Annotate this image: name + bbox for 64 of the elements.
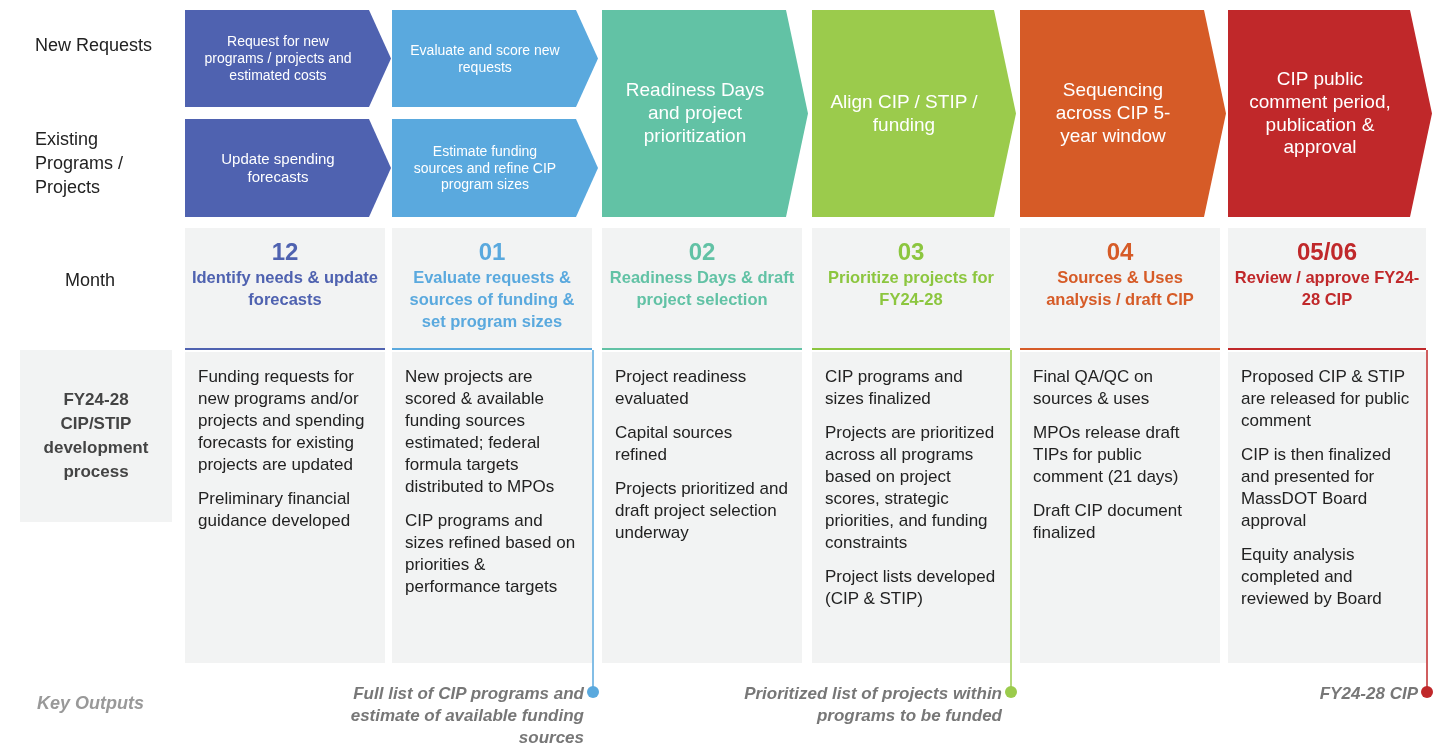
step-card [1228,352,1426,663]
step-text: Evaluate and score new requests [409,41,561,76]
output-text: FY24-28 CIP [1218,683,1418,705]
month-number: 04 [1105,238,1135,266]
step-text: Request for new programs / projects and estimated costs [203,33,353,84]
step-text: Readiness Days and project prioritization [624,79,766,148]
body-text: Equity analysis completed and reviewed by Board [1241,544,1383,610]
month-number: 12 [270,238,300,266]
body-text: CIP programs and sizes refined based on priorities & performance targets [405,510,577,598]
body-text: Draft CIP document finalized [1033,500,1183,544]
row-label: New Requests [35,34,154,57]
body-text: Project readiness evaluated [615,366,748,410]
process-label: FY24-28 CIP/STIP development process [20,350,172,522]
month-card [602,228,802,350]
month-card [1020,228,1220,350]
step-card [812,352,1010,663]
month-number: 03 [896,238,926,266]
body-text: Project lists developed (CIP & STIP) [825,566,996,610]
leader-line [1005,349,1017,698]
body-text: Capital sources refined [615,422,734,466]
process-step [602,10,808,217]
body-text: Funding requests for new programs and/or projects and spending forecasts for existing projects are updated [198,366,366,476]
body-text: Preliminary financial guidance developed [198,488,352,532]
row-label: Existing Programs / Projects [35,128,125,199]
process-step [1020,10,1226,217]
row-label: Key Outputs [37,692,145,715]
process-step [1228,10,1432,217]
month-card [185,228,385,350]
body-text: Proposed CIP & STIP are released for public comment [1241,366,1411,432]
leader-line [1421,349,1433,698]
month-number: 01 [477,238,507,266]
month-heading: Readiness Days & draft project selection [608,267,796,310]
step-text: Estimate funding sources and refine CIP program sizes [412,142,558,194]
month-card [1228,228,1426,350]
body-text: Projects prioritized and draft project selection underway [615,478,788,544]
month-heading: Sources & Uses analysis / draft CIP [1045,267,1195,310]
step-text: CIP public comment period, publication & approval [1248,67,1392,160]
step-text: Align CIP / STIP / funding [829,90,979,137]
step-text: Sequencing across CIP 5-year window [1054,79,1172,148]
month-heading: Identify needs & update forecasts [190,267,380,310]
body-text: CIP is then finalized and presented for MassDOT Board approval [1241,444,1392,532]
row-label: Month [65,269,117,292]
month-card [812,228,1010,350]
body-text: CIP programs and sizes finalized [825,366,964,410]
leader-line [587,349,599,698]
month-number: 02 [687,238,717,266]
process-step [392,119,598,217]
month-number: 05/06 [1295,238,1359,266]
month-heading: Review / approve FY24-28 CIP [1233,267,1421,310]
month-heading: Prioritize projects for FY24-28 [827,267,995,310]
step-card [392,352,592,663]
process-step [392,10,598,107]
step-text: Update spending forecasts [220,150,336,186]
output-text: Full list of CIP programs and estimate of available funding sources [298,683,584,744]
body-text: Final QA/QC on sources & uses [1033,366,1154,410]
body-text: New projects are scored & available funding sources estimated; federal formula targets distributed to MPOs [405,366,556,498]
month-card [392,228,592,350]
process-step [185,10,391,107]
process-step [185,119,391,217]
output-text: Prioritized list of projects within programs to be funded [719,683,1002,727]
month-heading: Evaluate requests & sources of funding & set program sizes [408,267,576,332]
body-text: Projects are prioritized across all programs based on project scores, strategic priorities, and funding constraints [825,422,996,554]
process-step [812,10,1016,217]
body-text: MPOs release draft TIPs for public comment (21 days) [1033,422,1181,488]
